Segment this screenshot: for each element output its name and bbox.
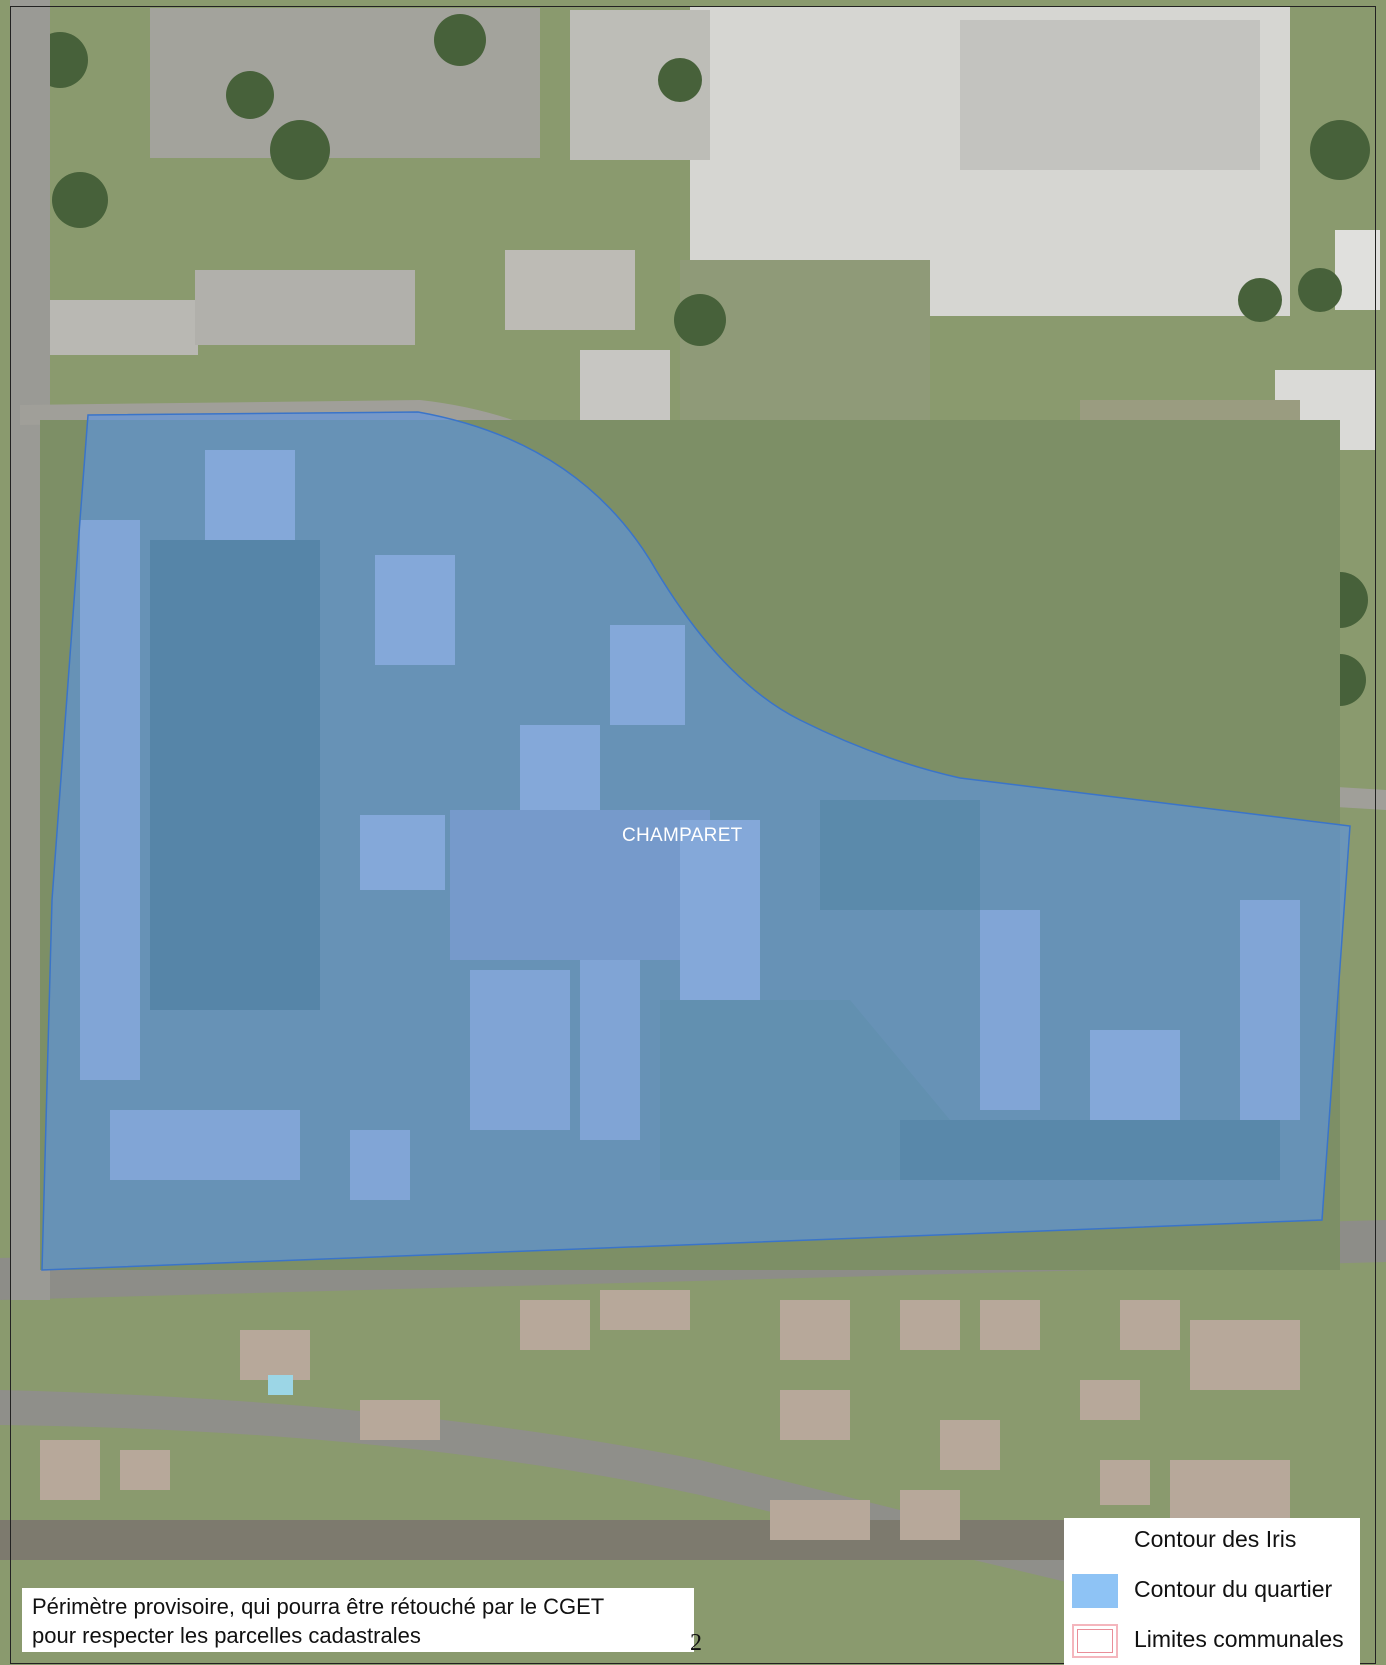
building-square: [505, 250, 635, 330]
legend-label: Contour des Iris: [1134, 1526, 1297, 1552]
road-south-2: [0, 1390, 1100, 1590]
pool: [268, 1375, 293, 1395]
caption-line-1: Périmètre provisoire, qui pourra être ré…: [32, 1594, 605, 1619]
factory-roof-stripes: [960, 20, 1260, 170]
allotment-gardens: [680, 260, 930, 420]
apartment-row-north: [38, 300, 198, 355]
outline-white-icon: [1072, 1524, 1118, 1558]
page-number: 2: [690, 1630, 702, 1656]
apartment-row-north-2: [195, 270, 415, 345]
caption-note: Périmètre provisoire, qui pourra être ré…: [22, 1588, 694, 1652]
houses-south: [40, 1290, 1300, 1540]
building-east-2: [1335, 230, 1380, 310]
legend-label: Limites communales: [1134, 1626, 1344, 1652]
quartier-contour: [41, 411, 1351, 1271]
blue-fill-icon: [1072, 1574, 1118, 1608]
legend-item-quartier: Contour du quartier: [1064, 1568, 1360, 1614]
legend-label: Contour du quartier: [1134, 1576, 1333, 1602]
place-label-champaret: CHAMPARET: [622, 825, 743, 846]
legend-item-iris: Contour des Iris: [1064, 1518, 1360, 1564]
legend-item-limites: Limites communales: [1064, 1618, 1360, 1664]
map-legend: Contour des Iris Contour du quartier Lim…: [1064, 1518, 1360, 1665]
pink-dashed-outline-icon: [1072, 1624, 1118, 1658]
caption-line-2: pour respecter les parcelles cadastrales: [32, 1623, 421, 1648]
